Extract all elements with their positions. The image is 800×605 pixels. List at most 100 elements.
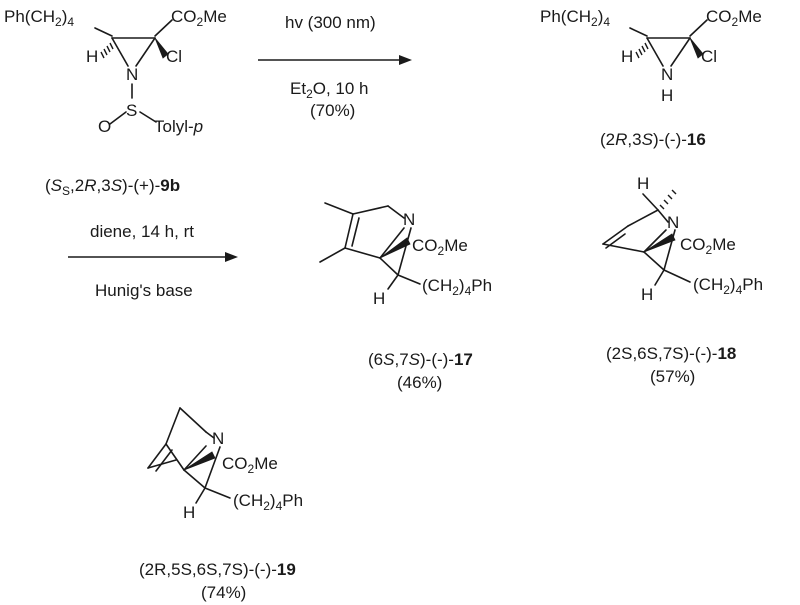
reaction2-reagent: diene, 14 h, rt [90, 222, 194, 241]
p17-ester: CO2Me [412, 236, 468, 258]
p18-hashed-methyl [659, 189, 677, 210]
p18-bond-h-top [642, 193, 659, 211]
p16-nh: H [661, 86, 673, 105]
p18-h-top: H [637, 174, 649, 193]
p18-ester: CO2Me [680, 235, 736, 257]
p19-bridge-left [165, 407, 181, 445]
p16-h: H [621, 47, 633, 66]
p17-n: N [403, 210, 415, 229]
reaction2-conditions: diene, 14 h, rt Hunig's base [68, 222, 238, 300]
p17-wedge-ester [379, 237, 411, 259]
p18-aziridine-cc [643, 251, 665, 271]
sm-cl: Cl [166, 47, 182, 66]
p16-ring-right-bond [670, 37, 691, 67]
p19-ester: CO2Me [222, 454, 278, 476]
reaction1-arrowhead [399, 55, 412, 65]
p18-label: (2S,6S,7S)-(-)-18 [606, 344, 736, 363]
p19-double-a [147, 443, 167, 469]
p17-methyl-top [324, 202, 354, 215]
p17-methyl-bottom [319, 247, 346, 263]
p19-chain: (CH2)4Ph [233, 491, 303, 513]
sm-ring-right-bond [135, 37, 156, 67]
p16-ring-left-bond [646, 37, 664, 67]
p17-aziridine-nc [397, 227, 412, 276]
reaction1-yield: (70%) [310, 101, 355, 120]
p18-ring-c5 [602, 243, 645, 253]
p19-aziridine-cc [183, 469, 206, 489]
compound-17: N CO2Me H (CH2)4Ph (6S,7S)-(-)-17 (46%) [319, 202, 492, 392]
p17-ring-cn [387, 205, 405, 219]
p19-label: (2R,5S,6S,7S)-(-)-19 [139, 560, 296, 579]
p16-n: N [661, 65, 673, 84]
p19-h: H [183, 503, 195, 522]
sm-substituent: Ph(CH2)4 [4, 7, 74, 29]
p18-h: H [641, 285, 653, 304]
p18-ring-double-a [602, 225, 629, 245]
sm-bond-ester [154, 19, 173, 37]
p19-n: N [212, 429, 224, 448]
p18-ring-c3 [627, 209, 659, 227]
p19-ring-c4 [147, 459, 177, 469]
p17-bond-h [387, 274, 399, 290]
sm-s: S [126, 101, 137, 120]
p19-bond-h [195, 487, 206, 504]
sm-tolyl: Tolyl-p [154, 117, 203, 136]
p19-yield: (74%) [201, 583, 246, 602]
p16-bond-ester [689, 19, 708, 37]
p16-hashed-bond-h [635, 42, 649, 59]
p16-wedge-cl [689, 37, 704, 59]
p17-yield: (46%) [397, 373, 442, 392]
sm-bond-so [109, 111, 127, 125]
p16-bond-chain [629, 27, 648, 37]
sm-n: N [126, 65, 138, 84]
sm-ring-left-bond [111, 37, 129, 67]
p19-bond-chain [204, 487, 231, 499]
p16-ester: CO2Me [706, 7, 762, 29]
p19-double-b [155, 449, 173, 472]
p18-yield: (57%) [650, 367, 695, 386]
p17-h: H [373, 289, 385, 308]
p18-bond-chain [663, 269, 691, 283]
p18-chain: (CH2)4Ph [693, 275, 763, 297]
p17-ring-double-a [344, 213, 354, 249]
sm-bond-stolyl [139, 111, 157, 123]
compound-9b: Ph(CH2)4 CO2Me H Cl N S O Tolyl-p (SS,2R… [4, 7, 227, 198]
p18-ring-cn [657, 209, 669, 223]
p17-label: (6S,7S)-(-)-17 [368, 350, 473, 369]
sm-bond-chain [94, 27, 113, 37]
compound-18: H N CO2Me H (CH2)4Ph (2S,6S,7S)-(-)-18 (… [602, 174, 763, 386]
p19-bridge-right [179, 407, 207, 433]
sm-wedge-cl [154, 37, 169, 59]
p17-aziridine-cn [379, 227, 405, 259]
p17-chain: (CH2)4Ph [422, 276, 492, 298]
sm-label: (SS,2R,3S)-(+)-9b [45, 176, 180, 198]
sm-h: H [86, 47, 98, 66]
reaction1-reagent: hv (300 nm) [285, 13, 376, 32]
p18-bond-h [654, 269, 665, 286]
reaction1-solvent: Et2O, 10 h [290, 79, 369, 101]
p19-aziridine-nc [204, 446, 221, 489]
p18-aziridine-cn [643, 229, 667, 253]
p18-wedge-ester [643, 233, 676, 253]
p19-bridgehead-a [165, 443, 185, 471]
compound-16: Ph(CH2)4 CO2Me H Cl N H (2R,3S)-(-)-16 [540, 7, 762, 149]
compound-19: N CO2Me H (CH2)4Ph (2R,5S,6S,7S)-(-)-19 … [139, 407, 303, 602]
p17-ring-c4 [344, 247, 381, 259]
p18-n: N [667, 213, 679, 232]
p16-label: (2R,3S)-(-)-16 [600, 130, 706, 149]
sm-o: O [98, 117, 111, 136]
p17-ring-double-b [351, 217, 360, 247]
reaction2-arrowhead [225, 252, 238, 262]
p16-cl: Cl [701, 47, 717, 66]
p19-ring-cn [205, 431, 215, 439]
p19-wedge-ester [183, 451, 216, 471]
sm-ester: CO2Me [171, 7, 227, 29]
p17-ring-c2 [352, 205, 389, 215]
p19-aziridine-cn [183, 445, 207, 471]
reaction2-base: Hunig's base [95, 281, 193, 300]
p17-bond-chain [397, 274, 421, 285]
sm-hashed-bond-h [100, 42, 114, 59]
p17-aziridine-cc [379, 257, 399, 276]
p16-substituent: Ph(CH2)4 [540, 7, 610, 29]
